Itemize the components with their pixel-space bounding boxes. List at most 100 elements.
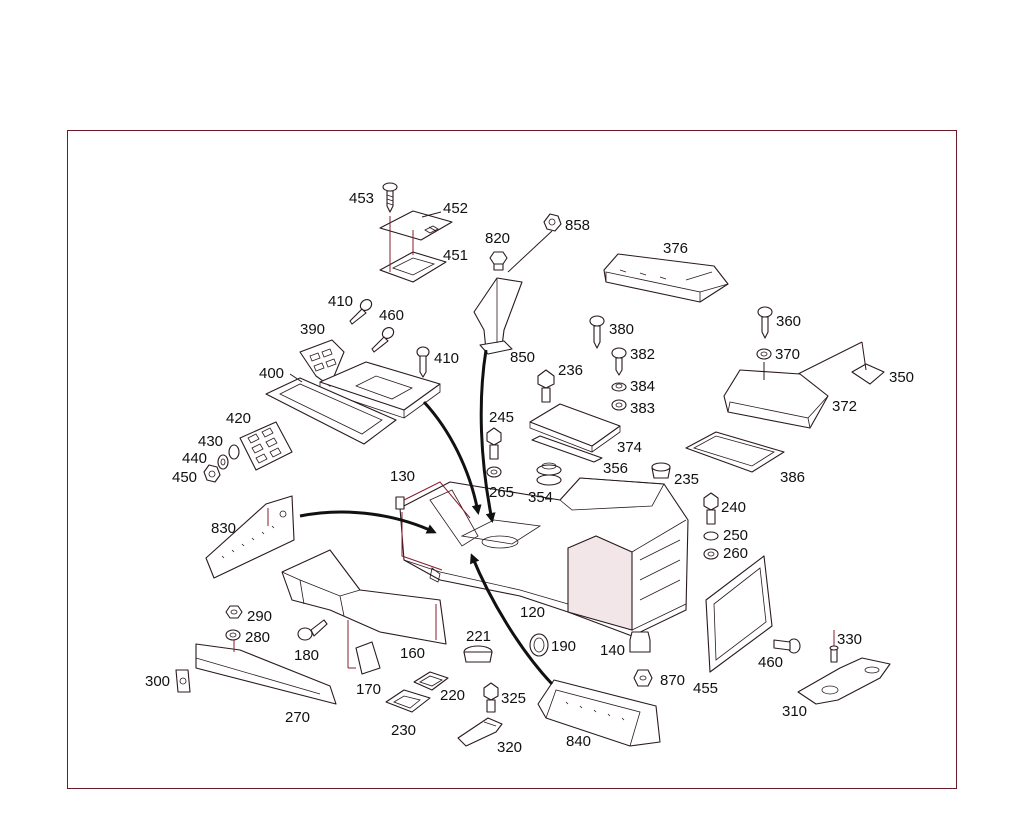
part-453-screw <box>382 182 398 213</box>
part-430-washer <box>228 444 240 460</box>
part-250-washer <box>703 531 719 541</box>
label-430: 430 <box>198 433 223 450</box>
label-320: 320 <box>497 739 522 756</box>
label-850: 850 <box>510 349 535 366</box>
label-130: 130 <box>390 468 415 485</box>
label-451: 451 <box>443 247 468 264</box>
label-360: 360 <box>776 313 801 330</box>
part-325-bolt <box>483 682 499 713</box>
part-455-cover <box>705 555 773 673</box>
label-160: 160 <box>400 645 425 662</box>
part-170-clip <box>347 620 381 675</box>
part-850-bracket <box>473 277 523 355</box>
label-374: 374 <box>617 439 642 456</box>
part-120-console <box>395 477 689 637</box>
part-236-bolt <box>537 369 555 403</box>
part-440-washer <box>217 454 229 470</box>
part-384-clip <box>611 382 627 392</box>
label-310: 310 <box>782 703 807 720</box>
part-310-plate <box>797 657 891 705</box>
label-180: 180 <box>294 647 319 664</box>
label-290: 290 <box>247 608 272 625</box>
label-245: 245 <box>489 409 514 426</box>
part-320-clip <box>457 717 503 747</box>
label-460-bottom: 460 <box>758 654 783 671</box>
part-460-screw-top <box>371 327 395 353</box>
label-265: 265 <box>489 484 514 501</box>
label-354: 354 <box>528 489 553 506</box>
label-440: 440 <box>182 450 207 467</box>
part-240-bolt <box>703 492 719 525</box>
part-452-plate <box>379 210 453 241</box>
part-383-washer <box>611 399 627 411</box>
label-390: 390 <box>300 321 325 338</box>
part-420-switch-block <box>239 421 293 471</box>
label-270: 270 <box>285 709 310 726</box>
part-160-duct <box>281 549 447 645</box>
label-376: 376 <box>663 240 688 257</box>
label-235: 235 <box>674 471 699 488</box>
part-245-bolt <box>486 427 502 460</box>
label-420: 420 <box>226 410 251 427</box>
label-350: 350 <box>889 369 914 386</box>
part-switch-bezel-plate <box>319 361 441 419</box>
label-410-right: 410 <box>434 350 459 367</box>
label-300: 300 <box>145 673 170 690</box>
part-374-pad <box>529 403 621 463</box>
part-labels: 453 452 451 820 858 376 410 460 390 410 … <box>145 190 914 756</box>
label-260: 260 <box>723 545 748 562</box>
part-270-bracket <box>195 640 337 705</box>
part-460-screw-bottom <box>773 638 801 654</box>
part-376-cover <box>603 253 729 303</box>
part-265-washer <box>486 466 502 478</box>
label-220: 220 <box>440 687 465 704</box>
label-400: 400 <box>259 365 284 382</box>
part-230-seal <box>385 689 431 713</box>
part-820-nut <box>489 251 508 271</box>
part-840-bracket <box>537 679 661 747</box>
label-383: 383 <box>630 400 655 417</box>
part-221-cap <box>463 645 493 663</box>
part-858-nut <box>507 213 562 273</box>
label-370: 370 <box>775 346 800 363</box>
part-290-nut <box>225 605 243 619</box>
label-380: 380 <box>609 321 634 338</box>
part-280-washer <box>225 629 241 641</box>
label-240: 240 <box>721 499 746 516</box>
label-325: 325 <box>501 690 526 707</box>
part-300-clip <box>175 669 191 693</box>
label-453: 453 <box>349 190 374 207</box>
part-190-grommet <box>529 633 549 657</box>
part-830-bracket <box>205 495 295 579</box>
part-140-nut <box>629 631 651 653</box>
part-360-screw <box>757 306 773 339</box>
part-330-pin <box>829 630 839 663</box>
label-386: 386 <box>780 469 805 486</box>
part-260-nut <box>703 548 719 560</box>
label-858: 858 <box>565 217 590 234</box>
label-330: 330 <box>837 631 862 648</box>
part-235-cap <box>651 462 671 479</box>
label-280: 280 <box>245 629 270 646</box>
part-386-gasket <box>685 431 785 473</box>
label-236: 236 <box>558 362 583 379</box>
label-870: 870 <box>660 672 685 689</box>
part-380-screw <box>589 315 605 349</box>
part-372-armrest <box>723 362 829 429</box>
part-451-frame <box>379 216 447 283</box>
label-250: 250 <box>723 527 748 544</box>
label-452: 452 <box>443 200 468 217</box>
label-230: 230 <box>391 722 416 739</box>
label-372: 372 <box>832 398 857 415</box>
label-450: 450 <box>172 469 197 486</box>
part-870-nut <box>633 669 653 687</box>
label-356: 356 <box>603 460 628 477</box>
part-382-screw <box>611 347 627 376</box>
label-384: 384 <box>630 378 655 395</box>
part-354-grommet <box>536 462 562 486</box>
label-410-top: 410 <box>328 293 353 310</box>
label-221: 221 <box>466 628 491 645</box>
part-390-switch-panel <box>299 339 345 387</box>
part-410-screw-top <box>349 299 373 325</box>
label-455: 455 <box>693 680 718 697</box>
